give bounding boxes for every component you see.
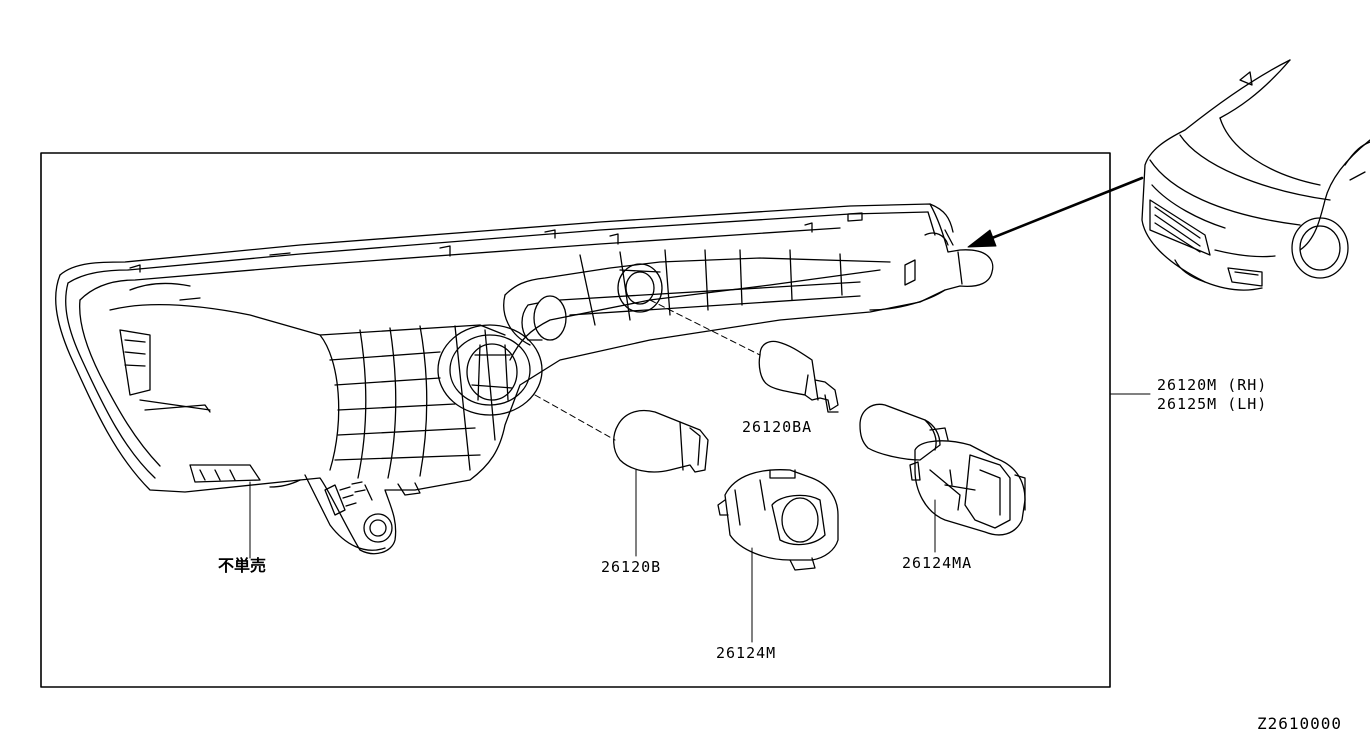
lamp-housing-illustration bbox=[55, 203, 994, 555]
bulb-small-illustration bbox=[758, 340, 839, 413]
label-assembly-lh: 26125M (LH) bbox=[1157, 395, 1268, 413]
socket-small-illustration bbox=[717, 469, 839, 571]
car-front-illustration bbox=[1141, 59, 1370, 291]
location-arrow-head bbox=[967, 229, 997, 248]
reference-code: Z2610000 bbox=[1257, 714, 1343, 733]
bulb-large-illustration bbox=[613, 409, 709, 473]
leader-26120BA bbox=[649, 299, 761, 356]
leader-26120B bbox=[534, 394, 616, 441]
label-assembly-rh: 26120M (RH) bbox=[1157, 376, 1268, 394]
diagram-frame bbox=[40, 152, 1111, 688]
socket-large-illustration bbox=[859, 403, 1026, 536]
label-26124MA: 26124MA bbox=[902, 554, 973, 572]
location-arrow-line bbox=[980, 176, 1144, 244]
label-26124M: 26124M bbox=[716, 644, 777, 662]
label-not-sold-separately: 不単売 bbox=[218, 556, 267, 575]
label-26120BA: 26120BA bbox=[742, 418, 813, 436]
label-26120B: 26120B bbox=[601, 558, 662, 576]
